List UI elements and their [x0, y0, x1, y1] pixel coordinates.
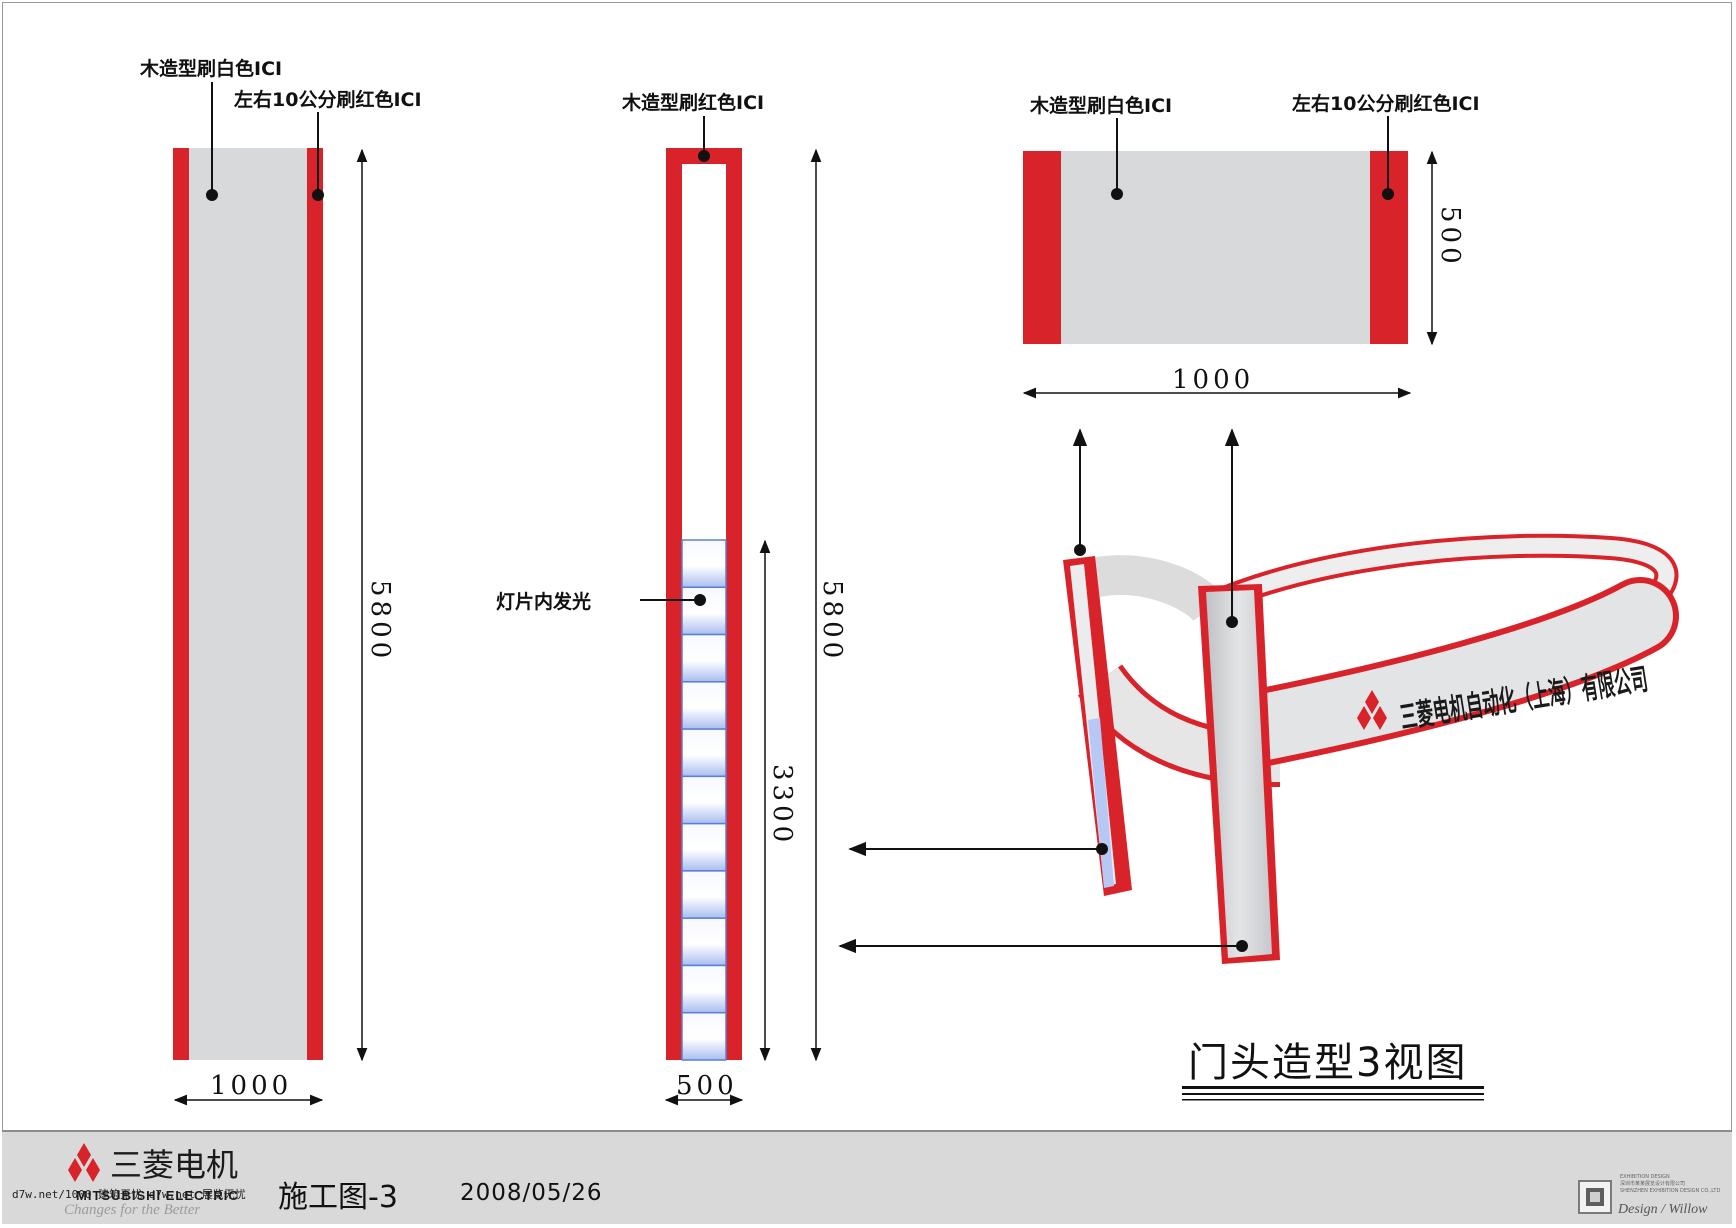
- drawing-title: 门头造型3视图: [1188, 1040, 1467, 1086]
- light-panel-cell: [681, 586, 727, 636]
- drawing-title-block: 门头造型3视图: [1182, 1040, 1484, 1101]
- dim-side-height: 5800: [817, 580, 847, 662]
- light-panel-cell: [681, 870, 727, 919]
- ring-back-band: [1206, 537, 1675, 612]
- light-panel-cell: [681, 1011, 727, 1061]
- leader-dot: [698, 150, 710, 162]
- studio-signature: Design / Willow: [1618, 1202, 1708, 1217]
- leader-dot: [1111, 188, 1123, 200]
- leader-dot: [1382, 188, 1394, 200]
- site-watermark: d7w.net/1000 建筑无忧 d7w.net 展览无忧: [12, 1188, 246, 1201]
- leader-dot: [1096, 843, 1108, 855]
- dim-front-height: 5800: [365, 580, 395, 662]
- studio-logo-icon: [1578, 1180, 1612, 1214]
- mitsubishi-logo-3d: [1357, 690, 1387, 730]
- title-block-footer: 三菱电机 MITSUBISHI ELECTRIC d7w.net/1000 建筑…: [2, 1130, 1732, 1224]
- leader-dot: [206, 189, 218, 201]
- light-panel-glow: [681, 539, 727, 1061]
- render-main-post-face: [1206, 590, 1272, 958]
- gate-3d-render: 三菱电机自动化（上海）有限公司: [838, 428, 1679, 964]
- ring-inner-band: [1087, 555, 1227, 623]
- label-side-red: 木造型刷红色ICI: [621, 91, 764, 114]
- ring-front-white-band: [1217, 583, 1673, 763]
- leader-dot: [694, 594, 706, 606]
- label-top-red-sides: 左右10公分刷红色ICI: [1292, 92, 1480, 115]
- label-glow: 灯片内发光: [496, 590, 591, 613]
- light-panel-cell: [681, 775, 727, 825]
- brand-slogan: Changes for the Better: [64, 1202, 201, 1218]
- dim-glow-height: 3300: [767, 764, 797, 846]
- studio-info-line: 深圳市某某展览设计有限公司: [1620, 1181, 1686, 1187]
- label-front-white: 木造型刷白色ICI: [139, 57, 282, 80]
- top-panel-red-left: [1023, 151, 1061, 344]
- mitsubishi-logo-icon: [68, 1143, 100, 1182]
- label-top-white: 木造型刷白色ICI: [1029, 94, 1172, 117]
- render-left-post-glow: [1088, 718, 1114, 888]
- light-panel-cell: [681, 917, 727, 967]
- brand-english-name: MITSUBISHI ELECTRIC: [76, 1188, 239, 1203]
- top-panel-white: [1023, 151, 1408, 344]
- side-view: 木造型刷红色ICI 灯片内发光 3300 5800 500: [496, 91, 847, 1106]
- leader-dot: [1226, 616, 1238, 628]
- studio-info-line: EXHIBITION DESIGN: [1620, 1174, 1670, 1180]
- top-view: 木造型刷白色ICI 左右10公分刷红色ICI 500 1000: [1022, 92, 1480, 399]
- light-panel-cell: [681, 822, 727, 872]
- front-panel-white: [173, 148, 323, 1060]
- front-panel-red-right: [307, 148, 323, 1060]
- brand-name: 三菱电机: [110, 1146, 239, 1184]
- dim-top-depth: 500: [1435, 206, 1465, 268]
- leader-dot: [312, 189, 324, 201]
- dim-top-width: 1000: [1172, 365, 1254, 395]
- light-panel-cell: [681, 539, 727, 589]
- title-underline-mid: [1182, 1093, 1484, 1095]
- light-panel-cell: [681, 964, 727, 1014]
- dim-side-width: 500: [676, 1071, 738, 1101]
- studio-info-line: SHENZHEN EXHIBITION DESIGN CO.,LTD: [1620, 1188, 1721, 1194]
- sheet-date: 2008/05/26: [460, 1180, 603, 1206]
- leader-dot: [1236, 940, 1248, 952]
- light-panel-cell: [681, 633, 727, 683]
- title-underline-thick: [1182, 1086, 1484, 1089]
- leader-dot: [1074, 544, 1086, 556]
- label-front-red-sides: 左右10公分刷红色ICI: [234, 88, 422, 111]
- front-view: 木造型刷白色ICI 左右10公分刷红色ICI 5800 1000: [139, 57, 422, 1106]
- front-panel-red-left: [173, 148, 189, 1060]
- dim-front-width: 1000: [210, 1071, 292, 1101]
- light-panel-cell: [681, 728, 727, 778]
- side-panel-opening: [682, 164, 726, 540]
- light-panel-cell: [681, 681, 727, 730]
- studio-info: EXHIBITION DESIGN 深圳市某某展览设计有限公司 SHENZHEN…: [1620, 1174, 1720, 1195]
- sheet-name: 施工图-3: [278, 1180, 398, 1215]
- title-underline-thin: [1182, 1099, 1484, 1101]
